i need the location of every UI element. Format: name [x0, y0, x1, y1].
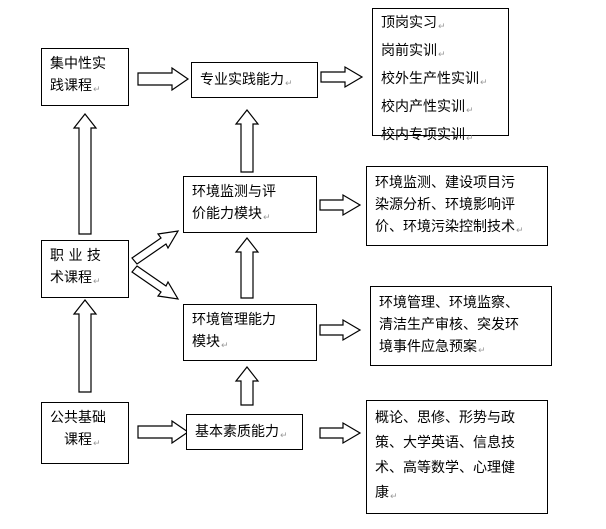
paragraph-mark: ↵: [438, 50, 446, 60]
management-skills-box: 环境管理、环境监察、 清洁生产审核、突发环 境事件应急预案↵: [370, 286, 552, 366]
management-module-line-2: 模块↵: [192, 334, 229, 351]
basic-subjects-line-2: 策、大学英语、信息技: [375, 435, 515, 451]
arrow-up-basic-to-vocational: [72, 299, 98, 393]
arrow-up-basic-to-management: [234, 366, 260, 406]
concentrated-course-line-1: 集中性实: [50, 56, 106, 72]
paragraph-mark: ↵: [263, 213, 271, 223]
paragraph-mark: ↵: [93, 85, 101, 95]
arrow-right-management-to-details: [319, 318, 362, 342]
basic-subjects-line-4: 康↵: [375, 485, 398, 502]
paragraph-mark: ↵: [466, 134, 474, 144]
monitoring-skills-line-3: 价、环境污染控制技术↵: [375, 219, 524, 236]
monitoring-skills-line-1: 环境监测、建设项目污: [375, 175, 515, 191]
practice-ability-line-1: 专业实践能力↵: [200, 72, 293, 89]
arrow-diag-vocational-to-monitoring: [131, 230, 180, 265]
arrow-up-management-to-monitoring: [234, 237, 260, 299]
paragraph-mark: ↵: [438, 22, 446, 32]
arrow-right-monitoring-to-details: [319, 193, 362, 217]
monitoring-module-line-1: 环境监测与评: [192, 184, 276, 200]
public-course-line-2: 课程↵: [64, 432, 101, 449]
practice-item: 校内产性实训↵: [381, 99, 474, 116]
arrow-right-basic-to-basic-ability: [137, 419, 190, 445]
public-foundation-course-box: 公共基础 课程↵: [41, 402, 129, 464]
arrow-right-practice-to-jobs: [320, 65, 364, 89]
env-management-module-box: 环境管理能力 模块↵: [183, 304, 317, 361]
monitoring-skills-line-2: 染源分析、环境影响评: [375, 197, 515, 213]
management-skills-line-3: 境事件应急预案↵: [379, 339, 486, 356]
practice-item: 顶岗实习↵: [381, 15, 446, 32]
practice-item: 校内专项实训↵: [381, 127, 474, 144]
paragraph-mark: ↵: [480, 78, 488, 88]
vocational-course-line-2: 术课程↵: [50, 270, 101, 287]
paragraph-mark: ↵: [466, 106, 474, 116]
basic-quality-ability-box: 基本素质能力↵: [186, 414, 303, 450]
arrow-up-monitoring-to-practice: [234, 109, 260, 173]
arrow-right-basic-to-subjects: [319, 421, 362, 445]
paragraph-mark: ↵: [516, 226, 524, 236]
monitoring-skills-box: 环境监测、建设项目污 染源分析、环境影响评 价、环境污染控制技术↵: [366, 166, 548, 246]
practice-items-box: 顶岗实习↵ 岗前实训↵ 校外生产性实训↵ 校内产性实训↵ 校内专项实训↵: [372, 8, 509, 144]
basic-subjects-line-1: 概论、思修、形势与政: [375, 410, 515, 426]
arrow-right-concentrated-to-practice: [137, 66, 190, 92]
paragraph-mark: ↵: [390, 492, 398, 502]
arrow-diag-vocational-to-management: [131, 265, 180, 300]
concentrated-course-line-2: 践课程↵: [50, 78, 101, 95]
vocational-course-line-1: 职 业 技: [50, 248, 101, 264]
paragraph-mark: ↵: [93, 439, 101, 449]
basic-subjects-box: 概论、思修、形势与政 策、大学英语、信息技 术、高等数学、心理健 康↵: [366, 400, 548, 514]
env-monitoring-module-box: 环境监测与评 价能力模块↵: [183, 176, 317, 233]
monitoring-module-line-2: 价能力模块↵: [192, 206, 271, 223]
management-skills-line-2: 清洁生产审核、突发环: [379, 317, 519, 333]
professional-practice-ability-box: 专业实践能力↵: [191, 62, 318, 98]
concentrated-practice-course-box: 集中性实 践课程↵: [41, 48, 129, 106]
paragraph-mark: ↵: [478, 346, 486, 356]
paragraph-mark: ↵: [93, 277, 101, 287]
basic-ability-line-1: 基本素质能力↵: [195, 424, 288, 441]
practice-item: 校外生产性实训↵: [381, 71, 488, 88]
paragraph-mark: ↵: [221, 341, 229, 351]
management-module-line-1: 环境管理能力: [192, 312, 276, 328]
paragraph-mark: ↵: [285, 79, 293, 89]
public-course-line-1: 公共基础: [50, 410, 106, 426]
management-skills-line-1: 环境管理、环境监察、: [379, 295, 519, 311]
arrow-up-vocational-to-concentrated: [72, 113, 98, 235]
vocational-tech-course-box: 职 业 技 术课程↵: [41, 240, 129, 298]
basic-subjects-line-3: 术、高等数学、心理健: [375, 460, 515, 476]
paragraph-mark: ↵: [280, 431, 288, 441]
practice-item: 岗前实训↵: [381, 43, 446, 60]
